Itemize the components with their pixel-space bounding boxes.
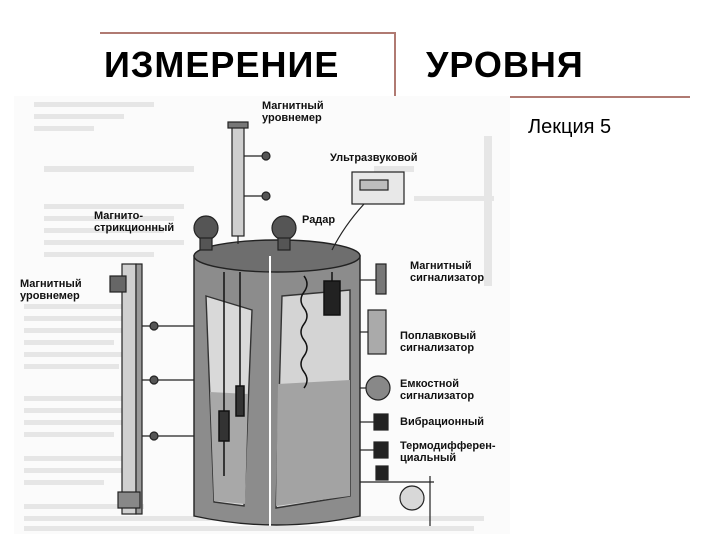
label-capacitive-switch: Емкостной сигнализатор bbox=[400, 378, 475, 402]
right-side-switches bbox=[360, 263, 434, 526]
label-magnetic-gauge-left: Магнитный уровнемер bbox=[20, 278, 82, 302]
label-magnetic-switch: Магнитный сигнализатор bbox=[410, 260, 485, 284]
label-float-switch: Поплавковый сигнализатор bbox=[400, 330, 477, 354]
level-measurement-figure: Магнитный уровнемер Ультразвуковой Магни… bbox=[14, 96, 510, 534]
label-vibration: Вибрационный bbox=[400, 416, 485, 428]
label-magnetostrictive: Магнито- стрикционный bbox=[94, 210, 175, 234]
slide-subtitle: Лекция 5 bbox=[528, 116, 612, 138]
title-rule-bottom bbox=[394, 96, 690, 98]
tank-illustration bbox=[14, 96, 510, 534]
ultrasonic-device bbox=[331, 171, 405, 251]
slide-title-word-1: ИЗМЕРЕНИЕ bbox=[104, 44, 340, 85]
internal-probes bbox=[218, 272, 341, 476]
left-magnetic-gauge bbox=[109, 263, 194, 515]
top-magnetic-gauge bbox=[227, 121, 271, 244]
label-thermodifferential: Термодифферен- циальный bbox=[400, 440, 496, 464]
title-rule-top bbox=[100, 32, 396, 34]
label-ultrasonic: Ультразвуковой bbox=[330, 152, 418, 164]
label-radar: Радар bbox=[302, 214, 336, 226]
slide-title: ИЗМЕРЕНИЕ УРОВНЯ bbox=[104, 44, 694, 86]
title-rule-vertical bbox=[394, 32, 396, 98]
label-magnetic-gauge-top: Магнитный уровнемер bbox=[262, 100, 324, 124]
top-sensors bbox=[193, 215, 297, 251]
slide-title-word-2: УРОВНЯ bbox=[426, 44, 584, 85]
